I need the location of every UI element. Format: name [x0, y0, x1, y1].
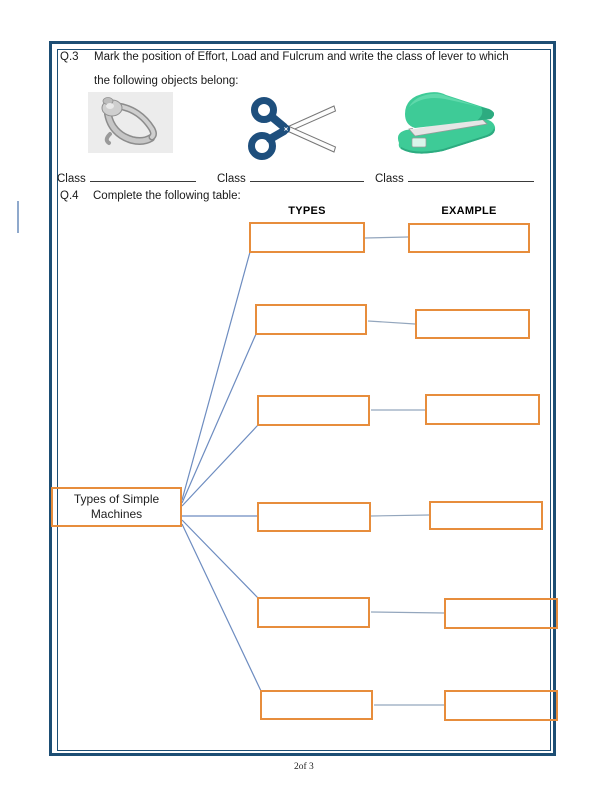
page-border-inner — [57, 49, 551, 751]
example-box-1[interactable] — [408, 223, 530, 253]
nutcracker-image — [88, 92, 173, 153]
margin-mark — [17, 201, 19, 233]
example-box-3[interactable] — [425, 394, 540, 425]
types-column-header: TYPES — [288, 205, 326, 217]
page-number: 2of 3 — [294, 762, 314, 772]
example-box-2[interactable] — [415, 309, 530, 339]
example-box-5[interactable] — [444, 598, 558, 629]
class-blank-2[interactable] — [250, 169, 365, 182]
hub-box-types-of-simple-machines: Types of Simple Machines — [51, 487, 182, 527]
class-label-2: Class — [217, 173, 246, 185]
class-field-3: Class — [375, 169, 535, 187]
types-box-5[interactable] — [257, 597, 370, 628]
q4-text: Complete the following table: — [93, 190, 241, 202]
class-label-1: Class — [57, 173, 86, 185]
example-column-header: EXAMPLE — [441, 205, 497, 217]
example-box-4[interactable] — [429, 501, 543, 530]
types-box-1[interactable] — [249, 222, 365, 253]
example-box-6[interactable] — [444, 690, 558, 721]
q3-text-line1: Mark the position of Effort, Load and Fu… — [94, 51, 509, 63]
stapler-image — [397, 92, 496, 154]
class-label-3: Class — [375, 173, 404, 185]
types-box-2[interactable] — [255, 304, 367, 335]
q3-text-line2: the following objects belong: — [94, 75, 239, 87]
q4-number: Q.4 — [60, 190, 79, 202]
scissors-image — [248, 97, 337, 160]
types-box-4[interactable] — [257, 502, 371, 532]
hub-label: Types of Simple Machines — [73, 492, 160, 521]
q3-number: Q.3 — [60, 51, 79, 63]
types-box-3[interactable] — [257, 395, 370, 426]
page-border-outer — [49, 41, 556, 756]
class-field-2: Class — [217, 169, 365, 187]
class-blank-3[interactable] — [408, 169, 535, 182]
types-box-6[interactable] — [260, 690, 373, 720]
class-field-1: Class — [57, 169, 197, 187]
class-blank-1[interactable] — [90, 169, 197, 182]
